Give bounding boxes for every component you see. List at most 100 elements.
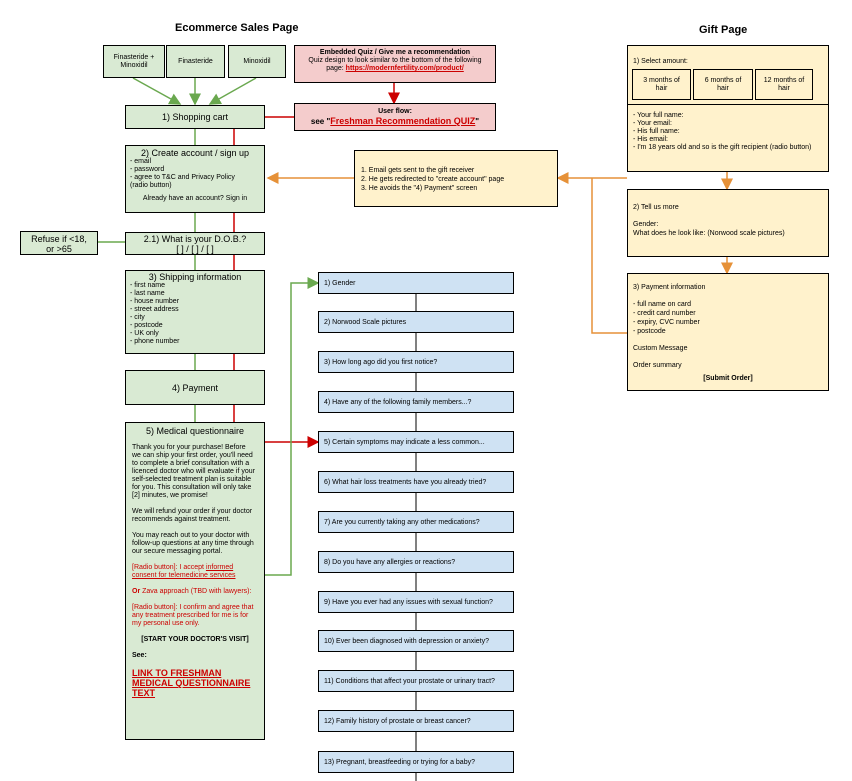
gift2-gender[interactable]: Gender: (633, 221, 659, 228)
shipping-item: - city (130, 314, 145, 321)
user-flow-suffix: " (475, 117, 480, 126)
quiz-box-prefix: page: (326, 65, 346, 72)
gift-field[interactable]: - His full name: (633, 128, 680, 135)
gift3-item[interactable]: - credit card number (633, 310, 696, 317)
question-item[interactable]: 10) Ever been diagnosed with depression … (318, 630, 514, 652)
gift-tell-us-more-step[interactable]: 2) Tell us more Gender: What does he loo… (627, 189, 829, 257)
medical-questionnaire-step[interactable]: 5) Medical questionnaire Thank you for y… (125, 422, 265, 740)
create-account-step[interactable]: 2) Create account / sign up - email - pa… (125, 145, 265, 213)
user-flow-box: User flow: see "Freshman Recommendation … (294, 103, 496, 131)
gift-note-line: 1. Email gets sent to the gift receiver (361, 167, 475, 174)
personal-use-radio-line[interactable]: [Radio button]: I confirm and agree that (132, 604, 254, 611)
dob-format: [ ] / [ ] / [ ] (176, 244, 214, 254)
shipping-item: - postcode (130, 322, 163, 329)
gift-payment-step[interactable]: 3) Payment information - full name on ca… (627, 273, 829, 391)
gift-amount-title: 1) Select amount: (633, 58, 688, 65)
gift3-item[interactable]: - postcode (633, 328, 666, 335)
medical-para1-line: licenced doctor who will evaluate if you… (132, 468, 255, 475)
question-item[interactable]: 13) Pregnant, breastfeeding or trying fo… (318, 751, 514, 773)
line-gift3-note (591, 178, 627, 334)
ecommerce-page-title: Ecommerce Sales Page (175, 22, 299, 34)
question-item[interactable]: 8) Do you have any allergies or reaction… (318, 551, 514, 573)
shipping-title: 3) Shipping information (148, 272, 242, 282)
see-label: See: (132, 652, 147, 659)
question-item[interactable]: 7) Are you currently taking any other me… (318, 511, 514, 533)
shipping-item: - phone number (130, 338, 180, 345)
gift-note-line: 3. He avoids the "4) Payment" screen (361, 185, 478, 192)
question-item[interactable]: 9) Have you ever had any issues with sex… (318, 591, 514, 613)
gift3-order-summary: Order summary (633, 362, 682, 369)
gift-option-6-months[interactable]: 6 months of hair (693, 69, 753, 100)
medical-title: 5) Medical questionnaire (145, 426, 245, 436)
question-item[interactable]: 11) Conditions that affect your prostate… (318, 670, 514, 692)
medical-para2-line: recommends against treatment. (132, 516, 231, 523)
account-signin-text[interactable]: Already have an account? Sign in (142, 195, 248, 202)
gift2-look[interactable]: What does he look like: (Norwood scale p… (633, 230, 785, 237)
question-item[interactable]: 4) Have any of the following family memb… (318, 391, 514, 413)
freshman-quiz-link[interactable]: Freshman Recommendation QUIZ (330, 116, 476, 126)
consent-link-cont[interactable]: consent for telemedicine services (132, 572, 236, 579)
embedded-quiz-box: Embedded Quiz / Give me a recommendation… (294, 45, 496, 83)
user-flow-prefix: see " (310, 117, 331, 126)
or-label: Or (132, 588, 141, 595)
question-item[interactable]: 12) Family history of prostate or breast… (318, 710, 514, 732)
gift-option-12-months[interactable]: 12 months of hair (755, 69, 813, 100)
consent-link[interactable]: informed (205, 564, 234, 571)
gift-divider (628, 104, 828, 105)
arrow-medical-q1 (265, 277, 320, 576)
freshman-medical-link-line[interactable]: LINK TO FRESHMAN (132, 668, 222, 678)
freshman-medical-link-line[interactable]: TEXT (132, 688, 156, 698)
question-item[interactable]: 6) What hair loss treatments have you al… (318, 471, 514, 493)
gift-option-label: 12 months of (763, 76, 805, 84)
account-item-password: - password (130, 166, 165, 173)
gift3-custom-message[interactable]: Custom Message (633, 345, 688, 352)
question-item[interactable]: 1) Gender (318, 272, 514, 294)
medical-para2-line: We will refund your order if your doctor (132, 508, 253, 515)
shipping-item: - street address (130, 306, 179, 313)
question-item[interactable]: 5) Certain symptoms may indicate a less … (318, 431, 514, 453)
gift-field[interactable]: - Your full name: (633, 112, 684, 119)
product-finasteride-minoxidil[interactable]: Finasteride + Minoxidil (103, 45, 165, 78)
medical-para1-line: to complete a brief consultation with a (132, 460, 250, 467)
personal-use-radio-line: any treatment prescribed for me is for (132, 612, 249, 619)
shipping-item: - UK only (130, 330, 159, 337)
submit-order-button[interactable]: [Submit Order] (703, 375, 753, 382)
shipping-item: - last name (130, 290, 165, 297)
freshman-medical-link-line[interactable]: MEDICAL QUESTIONNAIRE (132, 678, 251, 688)
refuse-box: Refuse if <18, or >65 (20, 231, 98, 255)
start-visit-button[interactable]: [START YOUR DOCTOR'S VISIT] (141, 636, 249, 643)
question-item[interactable]: 2) Norwood Scale pictures (318, 311, 514, 333)
gift-option-3-months[interactable]: 3 months of hair (632, 69, 691, 100)
medical-para1-line: for you. This consultation will only tak… (132, 484, 252, 491)
arrow-product3-cart (208, 77, 257, 105)
freshman-medical-link[interactable]: LINK TO FRESHMAN MEDICAL QUESTIONNAIRE T… (132, 668, 258, 698)
gift-field[interactable]: - I'm 18 years old and so is the gift re… (633, 144, 812, 151)
arrow-product1-cart (132, 77, 182, 105)
gift-field[interactable]: - His email: (633, 136, 669, 143)
gift2-title: 2) Tell us more (633, 204, 679, 211)
gift-option-label: 6 months of (704, 76, 742, 84)
shipping-step[interactable]: 3) Shipping information - first name - l… (125, 270, 265, 354)
gift3-item[interactable]: - full name on card (633, 301, 691, 308)
payment-step[interactable]: 4) Payment (125, 370, 265, 405)
product-minoxidil[interactable]: Minoxidil (228, 45, 286, 78)
gift-option-label: 3 months of (643, 76, 680, 84)
gift-select-amount-step[interactable]: 1) Select amount: 3 months of hair 6 mon… (627, 45, 829, 172)
gift-fields: - Your full name: - Your email: - His fu… (633, 112, 828, 152)
dob-step[interactable]: 2.1) What is your D.O.B.? [ ] / [ ] / [ … (125, 232, 265, 255)
medical-para3-line: You may reach out to your doctor with (132, 532, 250, 539)
consent-radio-prefix[interactable]: [Radio button]: I accept (132, 564, 206, 571)
question-item[interactable]: 3) How long ago did you first notice? (318, 351, 514, 373)
shipping-item: - first name (130, 282, 166, 289)
quiz-box-line1: Quiz design to look similar to the botto… (308, 57, 482, 64)
gift3-title: 3) Payment information (633, 284, 706, 291)
medical-para1-line: we can ship your first order, you'll nee… (132, 452, 253, 459)
gift3-item[interactable]: - expiry, CVC number (633, 319, 700, 326)
gift-option-label: hair (717, 84, 729, 92)
gift-field[interactable]: - Your email: (633, 120, 672, 127)
gift-option-label: hair (778, 84, 790, 92)
product-finasteride[interactable]: Finasteride (166, 45, 225, 78)
account-item-radio: (radio button) (130, 182, 172, 189)
shopping-cart-step[interactable]: 1) Shopping cart (125, 105, 265, 129)
quiz-reference-link[interactable]: https://modernfertility.com/product/ (345, 65, 464, 72)
